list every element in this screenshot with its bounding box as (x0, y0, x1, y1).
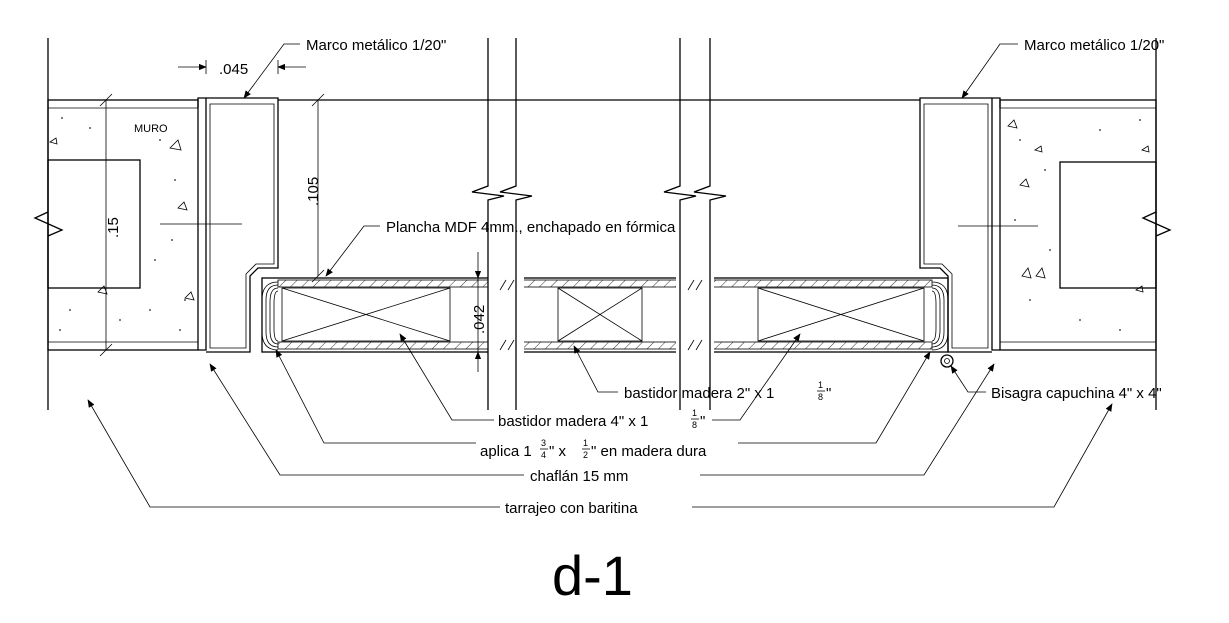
aplica-frac-34-den: 4 (541, 450, 546, 460)
bastidor-4-label: bastidor madera 4" x 1 1 8 " (498, 408, 705, 430)
left-wall (33, 38, 242, 410)
bastidor-2-quote: " (826, 385, 831, 402)
bastidor-4-quote: " (700, 413, 705, 430)
detail-title: d-1 (552, 544, 633, 607)
dimension-042: .042 (471, 252, 488, 372)
stile-middle (557, 287, 643, 342)
bastidor-4-text: bastidor madera 4" x 1 (498, 413, 648, 430)
edge-strip-left (261, 281, 279, 351)
marco-right-label: Marco metálico 1/20" (1024, 37, 1164, 54)
dim-045-label: .045 (219, 61, 248, 78)
dim-15-label: .15 (105, 217, 122, 238)
break-lines (471, 38, 727, 410)
bastidor-4-frac-num: 1 (692, 408, 697, 418)
marco-left-label: Marco metálico 1/20" (306, 37, 446, 54)
right-wall (958, 38, 1172, 410)
bisagra-label: Bisagra capuchina 4" x 4" (991, 385, 1162, 402)
hinge-symbol (940, 354, 954, 368)
left-metal-frame (197, 97, 279, 353)
bastidor-2-frac-num: 1 (818, 380, 823, 390)
leader-lines (87, 43, 1113, 508)
dimension-045: .045 (178, 60, 306, 78)
dimension-105: .105 (305, 93, 325, 283)
aplica-text-c: " en madera dura (591, 443, 707, 460)
dim-042-label: .042 (471, 305, 488, 334)
bastidor-2-text: bastidor madera 2" x 1 (624, 385, 774, 402)
right-metal-frame (919, 97, 1001, 353)
aplica-label: aplica 1 3 4 " x 1 2 " en madera dura (480, 438, 707, 460)
bastidor-4-frac-den: 8 (692, 420, 697, 430)
plancha-label: Plancha MDF 4mm., enchapado en fórmica (386, 219, 676, 236)
bastidor-2-frac-den: 8 (818, 392, 823, 402)
tarrajeo-label: tarrajeo con baritina (505, 500, 638, 517)
door-leaf (261, 276, 949, 354)
chaflan-label: chaflán 15 mm (530, 468, 628, 485)
dimension-15: .15 (99, 93, 122, 357)
dim-105-label: .105 (305, 177, 322, 206)
edge-strip-right (931, 281, 949, 351)
stile-right (757, 287, 925, 342)
bastidor-2-label: bastidor madera 2" x 1 1 8 " (624, 380, 831, 402)
aplica-text-b: " x (549, 443, 566, 460)
aplica-frac-12-den: 2 (583, 450, 588, 460)
aplica-frac-34-num: 3 (541, 438, 546, 448)
aplica-text-a: aplica 1 (480, 443, 532, 460)
muro-label: MURO (134, 123, 168, 135)
aplica-frac-12-num: 1 (583, 438, 588, 448)
stile-left (281, 287, 451, 342)
